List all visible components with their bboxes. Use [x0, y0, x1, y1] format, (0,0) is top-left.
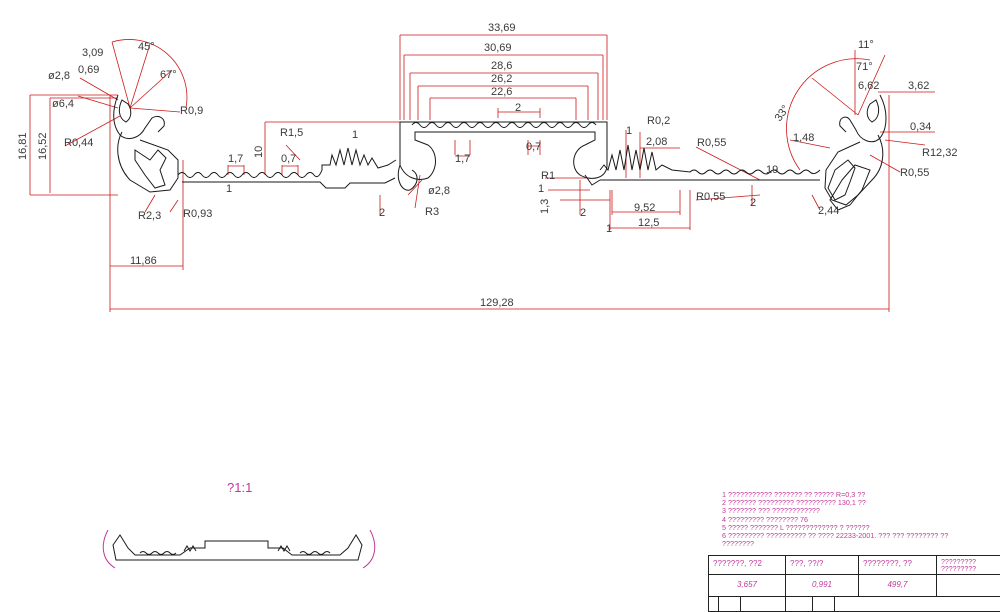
- thumbnail-1-1: [102, 529, 376, 569]
- dim-r0-55-b: R0,55: [696, 191, 725, 203]
- dim-11-86: 11,86: [130, 255, 157, 267]
- note-line: 2 ??????? ????????? ?????????? 130,1 ??: [722, 499, 866, 508]
- dim-1-7-a: 1,7: [228, 153, 243, 165]
- dim-2-left: 2: [379, 207, 385, 219]
- dim-2-8-top: ø2,8: [48, 70, 70, 82]
- dim-11-deg: 11°: [858, 39, 874, 51]
- dim-r0-9: R0,9: [180, 105, 203, 117]
- dim-r3: R3: [425, 206, 439, 218]
- note-line: 5 ????? ??????? L ????????????? ? ??????: [722, 523, 870, 532]
- note-line: ????????: [722, 540, 754, 549]
- dim-1-b: 1: [226, 183, 232, 195]
- title-block-cell: [835, 597, 1000, 612]
- dim-2-right: 2: [750, 197, 756, 209]
- note-line: 1 ??????????? ??????? ?? ????? R=0,3 ??: [722, 491, 866, 499]
- dim-1-3: 1,3: [539, 199, 551, 214]
- dim-6-62: 6,62: [858, 80, 879, 92]
- dim-0-34: 0,34: [910, 121, 931, 133]
- note-line: 3 ??????? ??? ????????????: [722, 507, 820, 516]
- dim-r0-44: R0,44: [64, 137, 93, 149]
- dim-6-4: ø6,4: [52, 98, 74, 110]
- title-block-header: ????????? ?????????: [937, 556, 1000, 575]
- dim-r0-93: R0,93: [183, 208, 212, 220]
- title-block-value: [937, 575, 1000, 597]
- dim-r0-55-a: R0,55: [697, 137, 726, 149]
- title-block-cell: [813, 597, 835, 612]
- dim-1-d: 1: [538, 183, 544, 195]
- dim-1-c: 1: [626, 125, 632, 137]
- dim-22-6: 22,6: [491, 86, 512, 98]
- dim-2-44: 2,44: [818, 205, 839, 217]
- dim-r0-55-c: R0,55: [900, 167, 929, 179]
- dim-33-69: 33,69: [488, 22, 516, 34]
- dim-1-e: 1: [606, 223, 612, 235]
- title-block-value: 499,7: [859, 575, 937, 597]
- dim-16-81: 16,81: [17, 132, 29, 160]
- title-block-cell: [786, 597, 813, 612]
- dim-12-5: 12,5: [638, 217, 659, 229]
- dim-28-6: 28,6: [491, 60, 512, 72]
- dim-71-deg: 71°: [856, 61, 873, 73]
- dim-9-52: 9,52: [634, 202, 655, 214]
- dim-0-7-b: 0,7: [526, 141, 541, 153]
- dim-3-09: 3,09: [82, 47, 103, 59]
- note-line: 4 ????????? ???????? 76: [722, 515, 808, 524]
- dim-2-top: 2: [515, 102, 521, 114]
- dim-0-7-a: 0,7: [281, 153, 296, 165]
- title-block: ???????, ??2 ???, ??/? ????????, ?? ????…: [708, 555, 1000, 612]
- title-block-header: ???????, ??2: [709, 556, 786, 575]
- dim-r12-32: R12,32: [922, 147, 957, 159]
- profile-outline: [113, 94, 887, 211]
- dim-r1: R1: [541, 170, 555, 182]
- title-block-header: ???, ??/?: [786, 556, 859, 575]
- dimension-labels: 33,69 30,69 28,6 26,2 22,6 2 3,09 45° 0,…: [17, 22, 957, 309]
- dim-2-8-mid: ø2,8: [428, 185, 450, 197]
- title-block-value: 0,991: [786, 575, 859, 597]
- dim-1-7-b: 1,7: [455, 153, 470, 165]
- dim-0-69: 0,69: [78, 64, 99, 76]
- title-block-cell: [709, 597, 719, 612]
- dim-10: 10: [253, 146, 265, 158]
- dim-2-mid: 2: [580, 207, 586, 219]
- dim-1-a: 1: [352, 129, 358, 141]
- dim-3-62: 3,62: [908, 80, 929, 92]
- dim-30-69: 30,69: [484, 42, 512, 54]
- dim-16-52: 16,52: [37, 132, 49, 160]
- drawing-notes: 1 ??????????? ??????? ?? ????? R=0,3 ?? …: [722, 491, 1000, 548]
- title-block-header: ????????, ??: [859, 556, 937, 575]
- dim-1-48: 1,48: [793, 132, 814, 144]
- dim-r1-5: R1,5: [280, 127, 303, 139]
- title-block-value: 3,657: [709, 575, 786, 597]
- dim-26-2: 26,2: [491, 73, 512, 85]
- scale-label: ?1:1: [227, 480, 253, 495]
- dimension-lines: [29, 34, 935, 312]
- dim-2-08: 2,08: [646, 136, 667, 148]
- note-line: 6 ????????? ?????????? ?? ???? 22233-200…: [722, 532, 949, 541]
- title-block-cell: [719, 597, 741, 612]
- dim-67: 67°: [160, 69, 177, 81]
- dim-33-deg: 33°: [773, 103, 792, 124]
- dim-45: 45°: [138, 41, 155, 53]
- dim-r0-2: R0,2: [647, 115, 670, 127]
- dim-r2-3: R2,3: [138, 210, 161, 222]
- title-block-cell: [741, 597, 786, 612]
- dim-129-28: 129,28: [480, 297, 514, 309]
- dim-19: 19: [766, 164, 778, 176]
